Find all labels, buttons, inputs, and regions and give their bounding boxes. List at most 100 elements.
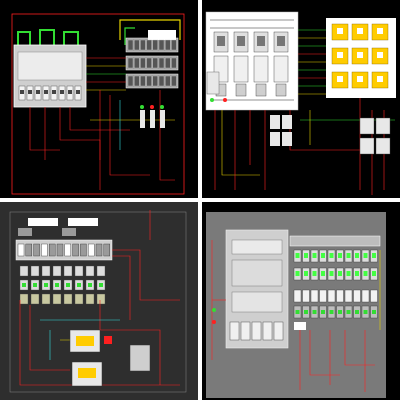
- terminal-cell: [146, 75, 152, 87]
- sheet-top-right-schematic: [202, 0, 400, 198]
- breaker-handle: [76, 90, 80, 94]
- indicator: [346, 253, 351, 258]
- module: [33, 243, 40, 257]
- breaker-label: [377, 28, 383, 34]
- device: [74, 293, 84, 305]
- breaker-handle: [68, 90, 72, 94]
- drawing-frame: [9, 211, 187, 393]
- breaker-label: [377, 76, 383, 82]
- sheet-top-left-panel-layout: [0, 0, 198, 198]
- device: [52, 293, 62, 305]
- indicator: [304, 271, 308, 276]
- terminal-cell: [158, 75, 165, 87]
- mid-device-rows: [19, 265, 106, 305]
- indicator: [321, 253, 325, 258]
- indicator: [338, 271, 342, 276]
- indicator: [355, 253, 359, 258]
- indicator: [304, 310, 308, 314]
- breaker: [302, 289, 310, 303]
- breaker-label: [377, 52, 383, 58]
- overload-relay: [253, 55, 269, 83]
- breaker-label: [337, 52, 343, 58]
- module: [41, 243, 48, 257]
- device: [74, 265, 84, 277]
- device: [30, 293, 40, 305]
- overload-relay: [233, 55, 249, 83]
- terminal: [262, 321, 273, 341]
- indicator: [99, 283, 103, 287]
- module: [72, 243, 79, 257]
- indicator: [312, 253, 317, 258]
- indicator: [22, 283, 26, 287]
- terminal-cell: [158, 57, 165, 69]
- bottom-terminal-row: [229, 321, 284, 341]
- breaker-rows: [293, 289, 378, 319]
- device: [41, 293, 51, 305]
- relay-blocks: [270, 115, 391, 155]
- device: [19, 265, 29, 277]
- breaker-label: [337, 28, 343, 34]
- device: [52, 265, 62, 277]
- top-wire-duct: [289, 235, 381, 247]
- module: [64, 243, 72, 257]
- breaker-label: [337, 76, 343, 82]
- terminal-cell: [164, 57, 171, 69]
- device: [85, 293, 95, 305]
- breaker: [310, 289, 319, 303]
- device: [96, 293, 106, 305]
- indicator: [55, 283, 59, 287]
- breaker: [336, 289, 344, 303]
- terminal-cell: [152, 39, 159, 51]
- indicator: [329, 253, 334, 258]
- terminal-cell: [171, 39, 177, 51]
- indicator: [312, 310, 317, 314]
- breaker: [370, 289, 378, 303]
- indicator: [363, 271, 368, 276]
- terminal-cell: [146, 57, 152, 69]
- left-side-devices: [206, 71, 227, 102]
- collage-gutter-horizontal: [0, 198, 400, 202]
- indicator: [321, 310, 325, 314]
- terminal-cell: [140, 57, 146, 69]
- terminal: [275, 83, 287, 97]
- indicator: [346, 310, 351, 314]
- breaker-handle: [44, 90, 48, 94]
- drawing-frame: [11, 13, 185, 195]
- indicator: [295, 253, 300, 258]
- indicator: [321, 271, 325, 276]
- terminal: [240, 321, 251, 341]
- motor-drives: [69, 329, 151, 387]
- indicator: [372, 253, 376, 258]
- indicator: [312, 271, 317, 276]
- terminal-cell: [127, 75, 134, 87]
- indicator: [44, 283, 48, 287]
- terminal-cell: [133, 57, 140, 69]
- terminal-cell: [152, 57, 159, 69]
- overload-relay: [273, 55, 289, 83]
- terminal-cell: [146, 39, 152, 51]
- device: [63, 293, 73, 305]
- breaker-handle: [28, 90, 32, 94]
- small-markers: [212, 308, 306, 330]
- module: [80, 243, 87, 257]
- top-module-cells: [17, 243, 111, 257]
- terminal-cell: [133, 39, 140, 51]
- terminal: [251, 321, 262, 341]
- terminal-cell: [158, 39, 165, 51]
- top-green-wire-loops: [17, 19, 181, 45]
- indicator: [295, 310, 300, 314]
- terminal-cell: [171, 57, 177, 69]
- indicator: [372, 271, 376, 276]
- breaker: [344, 289, 353, 303]
- green-indicator-rows: [293, 249, 378, 281]
- terminal-cell: [152, 75, 159, 87]
- module: [25, 243, 32, 257]
- contactor-core: [237, 36, 245, 46]
- indicator: [355, 310, 359, 314]
- terminal-block-cells: [127, 39, 177, 87]
- sheet-bottom-left-layout: [0, 202, 198, 400]
- sensor-devices: [140, 105, 165, 128]
- breaker-label: [357, 76, 363, 82]
- indicator: [346, 271, 351, 276]
- device: [41, 265, 51, 277]
